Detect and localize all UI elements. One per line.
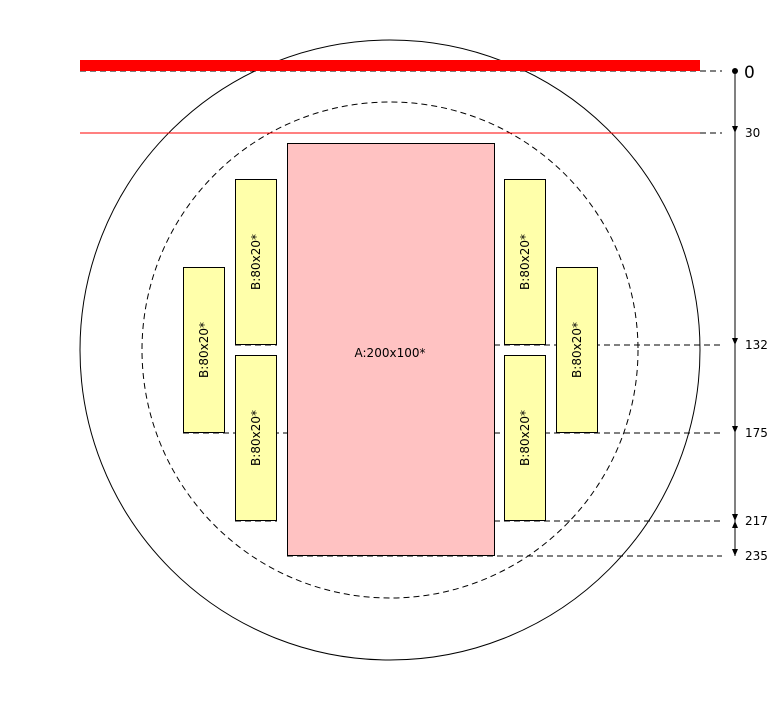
rect-b-right-lower-label: B:80x20* — [518, 410, 532, 466]
rect-b-left-upper-label: B:80x20* — [249, 234, 263, 290]
rect-b-right-upper-label: B:80x20* — [518, 234, 532, 290]
rect-a — [287, 143, 495, 556]
rect-b-left-outer — [183, 267, 225, 433]
scale-tick-0: 0 — [744, 63, 755, 83]
rect-b-left-outer-label: B:80x20* — [197, 322, 211, 378]
scale-tick-30: 30 — [745, 126, 760, 140]
scale-arrow-132 — [732, 338, 738, 345]
scale-origin-dot — [732, 68, 738, 74]
rect-b-left-lower — [235, 355, 277, 521]
rect-b-right-outer — [556, 267, 598, 433]
scale-arrow-30 — [732, 126, 738, 133]
scale-tick-235: 235 — [745, 549, 768, 563]
top-red-bar — [80, 60, 700, 71]
scale-tick-132: 132 — [745, 338, 768, 352]
scale-arrow-235-down — [732, 549, 738, 556]
rect-b-left-lower-label: B:80x20* — [249, 410, 263, 466]
rect-b-right-upper — [504, 179, 546, 345]
rect-b-right-lower — [504, 355, 546, 521]
rect-b-left-upper — [235, 179, 277, 345]
rect-a-label: A:200x100* — [355, 346, 426, 360]
scale-arrow-235-up — [732, 521, 738, 528]
scale-arrow-217 — [732, 514, 738, 521]
scale-tick-175: 175 — [745, 426, 768, 440]
outer-circle — [79, 39, 701, 661]
rect-b-right-outer-label: B:80x20* — [570, 322, 584, 378]
inner-dashed-circle — [141, 101, 639, 599]
scale-arrow-175 — [732, 426, 738, 433]
scale-tick-217: 217 — [745, 514, 768, 528]
